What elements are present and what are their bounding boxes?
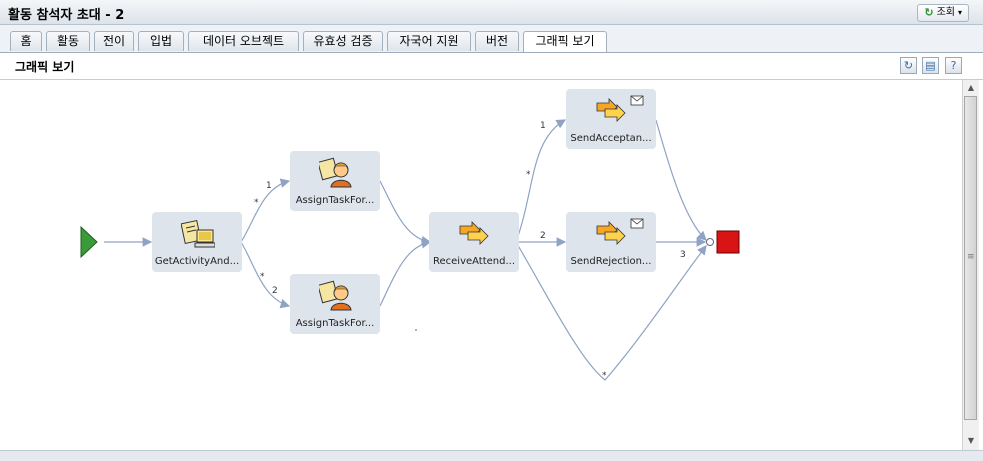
activity-node-assign-1[interactable]: AssignTaskFor... — [290, 151, 380, 211]
tab-validation[interactable]: 유효성 검증 — [303, 31, 383, 51]
edge-label: 1 — [540, 121, 546, 131]
tab-bar: 홈 활동 전이 입법 데이터 오브젝트 유효성 검증 자국어 지원 버전 그래픽… — [0, 25, 983, 53]
activity-node-receive[interactable]: ReceiveAttend... — [429, 212, 519, 272]
tab-data-objects[interactable]: 데이터 오브젝트 — [188, 31, 299, 51]
node-label: ReceiveAttend... — [432, 256, 516, 267]
bottom-border — [0, 450, 983, 461]
activity-node-accept[interactable]: SendAcceptan... — [566, 89, 656, 149]
document-computer-icon — [181, 219, 215, 248]
tab-label: 데이터 오브젝트 — [202, 34, 285, 48]
tab-label: 자국어 지원 — [399, 34, 459, 48]
refresh-lookup-icon: ↻ — [924, 6, 934, 19]
section-title: 그래픽 보기 — [15, 60, 75, 74]
tab-label: 전이 — [102, 34, 126, 48]
tab-label: 활동 — [56, 34, 80, 48]
graph-edges — [80, 119, 740, 381]
node-label: AssignTaskFor... — [295, 318, 375, 329]
activity-node-get[interactable]: GetActivityAnd... — [152, 212, 242, 272]
start-node-icon — [80, 225, 98, 259]
node-label: SendAcceptan... — [570, 133, 652, 144]
tab-activities[interactable]: 활동 — [46, 31, 90, 51]
process-graph-canvas: 1 * 2 * 1 * 2 3 * GetActivityAnd... Assi… — [0, 80, 962, 450]
tab-label: 입법 — [149, 34, 173, 48]
edge-label: 2 — [540, 231, 546, 241]
edge-label: * — [602, 371, 607, 381]
arrows-mail-icon — [596, 95, 644, 122]
refresh-icon[interactable]: ↻ — [900, 57, 917, 74]
person-task-icon — [319, 157, 352, 188]
chevron-down-icon: ▾ — [957, 8, 962, 17]
input-port — [706, 238, 714, 246]
lookup-button[interactable]: ↻ 조회 ▾ — [917, 4, 969, 22]
tab-home[interactable]: 홈 — [10, 31, 42, 51]
tab-localization[interactable]: 자국어 지원 — [387, 31, 471, 51]
edge-label: * — [260, 272, 265, 282]
tab-label: 그래픽 보기 — [535, 34, 595, 48]
end-node-icon — [716, 230, 740, 254]
edge-label: 1 — [266, 181, 272, 191]
scroll-thumb[interactable] — [964, 96, 977, 420]
edge-label: * — [526, 170, 531, 180]
grip-icon: ≡ — [967, 252, 975, 262]
scroll-down-icon[interactable]: ▼ — [967, 436, 975, 445]
scroll-up-icon[interactable]: ▲ — [967, 83, 975, 92]
edge-label: 2 — [272, 286, 278, 296]
node-label: SendRejection... — [570, 256, 652, 267]
window-title: 활동 참석자 초대 - 2 — [8, 8, 125, 23]
person-task-icon — [319, 280, 352, 311]
tab-transitions[interactable]: 전이 — [94, 31, 134, 51]
tab-label: 유효성 검증 — [313, 34, 373, 48]
node-label: GetActivityAnd... — [154, 256, 240, 267]
help-icon[interactable]: ? — [945, 57, 962, 74]
arrows-mail-icon — [596, 218, 644, 245]
tab-versions[interactable]: 버전 — [475, 31, 519, 51]
tab-label: 홈 — [20, 34, 32, 48]
print-icon[interactable]: ▤ — [922, 57, 939, 74]
window-titlebar: 활동 참석자 초대 - 2 ↻ 조회 ▾ — [0, 0, 983, 25]
tab-legislation[interactable]: 입법 — [138, 31, 184, 51]
tab-label: 버전 — [485, 34, 509, 48]
activity-node-reject[interactable]: SendRejection... — [566, 212, 656, 272]
tab-graphic-view[interactable]: 그래픽 보기 — [523, 31, 607, 52]
lookup-label: 조회 — [936, 7, 955, 18]
node-label: AssignTaskFor... — [295, 195, 375, 206]
edge-label: 3 — [680, 250, 686, 260]
activity-node-assign-2[interactable]: AssignTaskFor... — [290, 274, 380, 334]
vertical-scrollbar[interactable]: ▲ ≡ ▼ — [962, 80, 979, 450]
edge-label: * — [254, 198, 259, 208]
section-header: 그래픽 보기 ↻ ▤ ? — [0, 53, 983, 80]
arrows-icon — [459, 221, 489, 245]
